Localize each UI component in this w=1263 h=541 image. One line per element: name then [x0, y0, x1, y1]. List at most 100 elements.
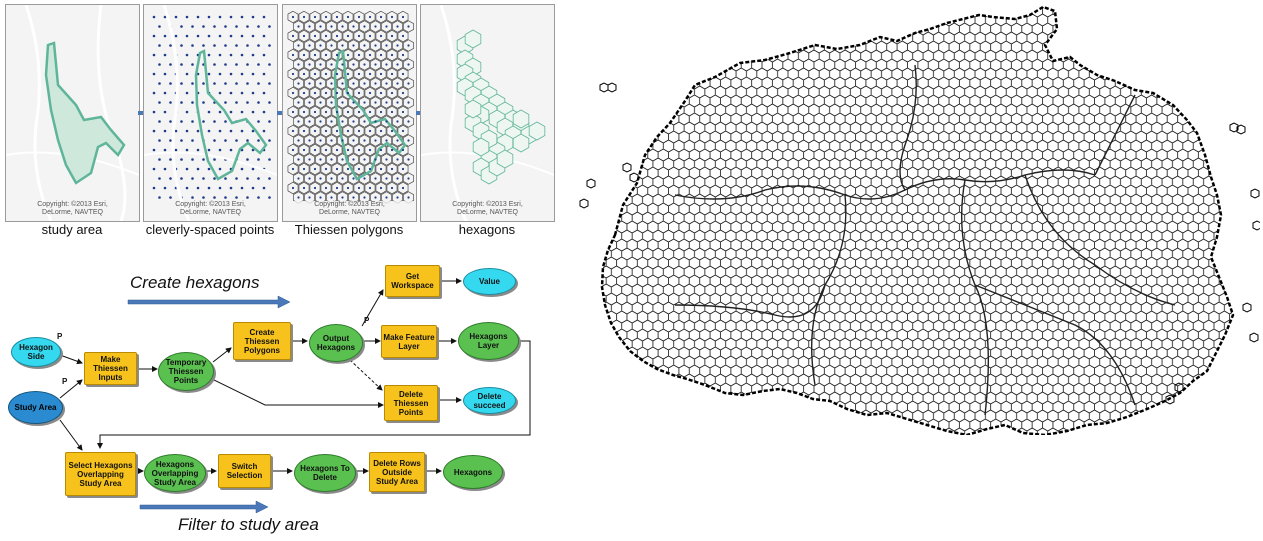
- thiessen-cell: [370, 39, 381, 52]
- spaced-point: [174, 34, 178, 38]
- thiessen-point: [396, 101, 399, 104]
- spaced-point: [185, 34, 189, 38]
- thiessen-point: [352, 101, 355, 104]
- delete-thiessen-points-tool[interactable]: Delete Thiessen Points: [384, 385, 438, 421]
- select-hexagons-tool[interactable]: Select Hexagons Overlapping Study Area: [65, 452, 136, 496]
- spaced-point: [268, 120, 271, 123]
- delete-rows-tool[interactable]: Delete Rows Outside Study Area: [369, 452, 425, 492]
- thiessen-cell: [320, 105, 332, 119]
- hexagons-overlapping-node[interactable]: Hexagons Overlapping Study Area: [144, 454, 206, 492]
- spaced-point: [235, 44, 238, 47]
- thiessen-cell: [320, 181, 332, 195]
- thiessen-point: [401, 129, 405, 133]
- study-area-node[interactable]: Study Area: [8, 391, 63, 424]
- thiessen-cell: [315, 134, 326, 147]
- spaced-point: [163, 186, 167, 190]
- hexagons-layer-node[interactable]: Hexagons Layer: [458, 322, 519, 360]
- hexagons-to-delete-node[interactable]: Hexagons To Delete: [294, 454, 356, 492]
- spaced-point: [257, 63, 260, 66]
- thiessen-cell: [364, 10, 376, 24]
- spaced-point: [191, 139, 194, 142]
- output-hexagons-node[interactable]: Output Hexagons: [309, 324, 363, 362]
- thiessen-cell: [326, 39, 337, 52]
- thiessen-cell: [375, 143, 387, 157]
- spaced-point: [235, 139, 238, 142]
- spaced-point: [185, 148, 189, 152]
- value-node[interactable]: Value: [463, 268, 516, 295]
- thiessen-point: [302, 167, 306, 171]
- thiessen-cell: [364, 143, 376, 157]
- delete-succeed-node[interactable]: Delete succeed: [463, 387, 516, 414]
- spaced-point: [196, 167, 200, 171]
- hexagon-cell: [472, 137, 490, 157]
- get-workspace-tool[interactable]: Get Workspace: [385, 265, 440, 297]
- thiessen-cell: [309, 86, 321, 100]
- thiessen-point: [390, 167, 394, 171]
- thiessen-cell: [359, 77, 370, 90]
- switch-selection-tool[interactable]: Switch Selection: [218, 454, 271, 488]
- make-feature-layer-tool[interactable]: Make Feature Layer: [381, 325, 437, 358]
- thiessen-point: [297, 101, 300, 104]
- thiessen-cell: [364, 29, 376, 43]
- spaced-point: [251, 167, 255, 171]
- thiessen-cell: [359, 134, 370, 147]
- spaced-point: [262, 53, 266, 57]
- create-thiessen-polygons-tool[interactable]: Create Thiessen Polygons: [233, 322, 291, 360]
- spaced-point: [152, 72, 156, 76]
- thiessen-point: [319, 25, 322, 28]
- thiessen-point: [335, 148, 339, 152]
- thiessen-cell: [315, 39, 326, 52]
- thiessen-point: [308, 196, 311, 199]
- spaced-point: [185, 110, 189, 114]
- thiessen-cell: [320, 67, 332, 81]
- thiessen-point: [341, 44, 344, 47]
- spaced-point: [235, 63, 238, 66]
- thiessen-point: [363, 158, 366, 161]
- spaced-point: [251, 53, 255, 57]
- thiessen-point: [291, 129, 295, 133]
- thiessen-cell: [397, 162, 409, 176]
- spaced-point: [251, 34, 255, 38]
- thiessen-point: [385, 196, 388, 199]
- spaced-point: [218, 167, 222, 171]
- hexagons-final-node[interactable]: Hexagons: [443, 455, 503, 489]
- spaced-point: [152, 148, 156, 152]
- thiessen-cell: [381, 39, 392, 52]
- make-thiessen-inputs-tool[interactable]: Make Thiessen Inputs: [84, 352, 137, 385]
- spaced-point: [169, 120, 172, 123]
- spaced-point: [246, 158, 249, 161]
- thiessen-point: [352, 196, 355, 199]
- panel-label-hexagons: hexagons: [458, 222, 516, 237]
- spaced-point: [257, 177, 260, 180]
- temporary-thiessen-points-node[interactable]: Temporary Thiessen Points: [158, 352, 214, 391]
- hexagon-side-node[interactable]: Hexagon Side: [11, 337, 61, 367]
- parameter-marker: P: [57, 332, 63, 341]
- thiessen-cell: [375, 86, 387, 100]
- hexagon-cell: [464, 99, 482, 119]
- thiessen-point: [401, 110, 405, 114]
- thiessen-cell: [348, 96, 359, 109]
- thiessen-point: [297, 196, 300, 199]
- thiessen-point: [363, 177, 366, 180]
- spaced-point: [180, 82, 183, 85]
- thiessen-cell: [353, 10, 365, 24]
- thiessen-cell: [293, 20, 304, 33]
- hexagon-cell: [496, 149, 514, 169]
- thiessen-point: [352, 120, 355, 123]
- thiessen-point: [335, 15, 339, 19]
- spaced-point: [257, 196, 260, 199]
- thiessen-point: [396, 139, 399, 142]
- spaced-point: [257, 44, 260, 47]
- thiessen-cell: [386, 10, 398, 24]
- thiessen-cell: [293, 153, 304, 166]
- panel-hexagons: Copyright: ©2013 Esri,DeLorme, NAVTEQ: [420, 4, 555, 222]
- spaced-point: [163, 91, 167, 95]
- thiessen-cell: [298, 67, 310, 81]
- spaced-point: [191, 196, 194, 199]
- thiessen-point: [330, 25, 333, 28]
- spaced-point: [213, 158, 216, 161]
- thiessen-cell: [342, 29, 354, 43]
- thiessen-point: [407, 139, 410, 142]
- spaced-point: [174, 15, 178, 19]
- spaced-point: [169, 158, 172, 161]
